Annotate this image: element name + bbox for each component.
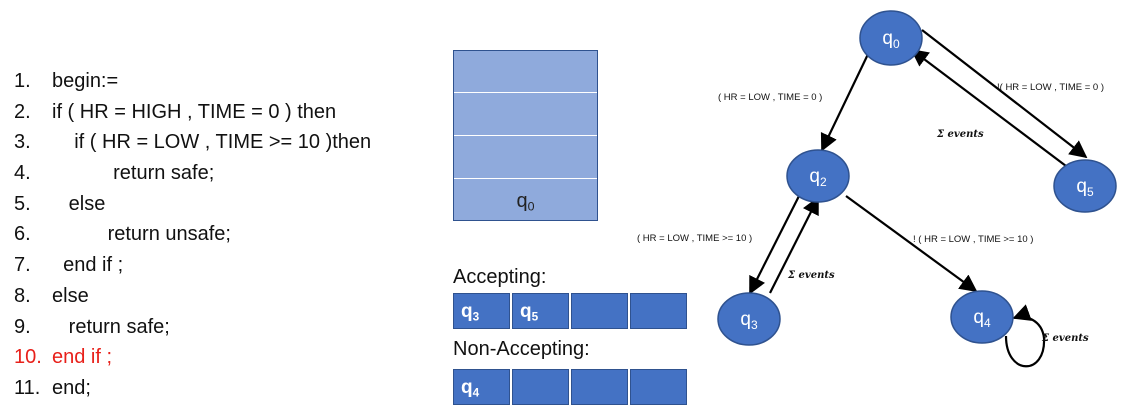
svg-text:q3: q3	[740, 309, 758, 332]
svg-text:q4: q4	[973, 307, 991, 330]
code-line-1: 1.begin:=	[14, 70, 119, 92]
pseudocode-listing: 1.begin:= 2.if ( HR = HIGH , TIME = 0 ) …	[14, 66, 371, 404]
label-q0-q5: !( HR = LOW , TIME = 0 )	[997, 82, 1104, 93]
label-q2-q4: ! ( HR = LOW , TIME >= 10 )	[913, 234, 1033, 245]
non-accepting-title: Non-Accepting:	[453, 338, 590, 360]
accepting-row: q3 q5	[452, 292, 688, 330]
code-line-10-highlighted: 10.end if ;	[14, 346, 113, 369]
code-line-11: 11.end;	[14, 376, 91, 399]
svg-text:q0: q0	[882, 28, 900, 51]
non-accepting-cell: q4	[452, 368, 511, 406]
non-accepting-cell	[570, 368, 629, 406]
accepting-cell	[629, 292, 688, 330]
code-line-5: 5. else	[14, 192, 106, 215]
stack-top-state: q0	[516, 190, 535, 214]
non-accepting-cell	[511, 368, 570, 406]
label-q2-q3: ( HR = LOW , TIME >= 10 )	[637, 233, 752, 244]
code-line-6: 6. return unsafe;	[14, 223, 231, 246]
accepting-cell: q3	[452, 292, 511, 330]
state-q5: q5	[1053, 159, 1117, 213]
svg-text:q5: q5	[1076, 176, 1094, 199]
code-line-4: 4. return safe;	[14, 162, 215, 185]
transition-q2-q4	[845, 195, 978, 293]
non-accepting-row: q4	[452, 368, 688, 406]
state-q4: q4	[950, 290, 1014, 344]
code-line-9: 9. return safe;	[14, 315, 170, 338]
label-q4-self: Σ events	[1041, 333, 1089, 344]
label-q5-q0: Σ events	[936, 129, 984, 140]
label-q0-q2: ( HR = LOW , TIME = 0 )	[718, 92, 822, 103]
transition-q0-q5	[921, 29, 1088, 159]
state-q2: q2	[786, 149, 850, 203]
stack-divider	[454, 135, 597, 136]
accepting-title: Accepting:	[453, 266, 547, 288]
code-line-7: 7. end if ;	[14, 254, 124, 277]
state-q3: q3	[717, 292, 781, 346]
accepting-cell	[570, 292, 629, 330]
transition-q2-q3	[749, 195, 800, 295]
non-accepting-cell	[629, 368, 688, 406]
transition-q3-q2	[769, 196, 819, 294]
state-stack: q0	[453, 50, 598, 221]
stack-divider	[454, 92, 597, 93]
transition-q4-self-loop	[1004, 304, 1046, 368]
svg-text:q2: q2	[809, 166, 827, 189]
transition-q0-q2	[820, 49, 871, 152]
stack-divider	[454, 178, 597, 179]
code-line-2: 2.if ( HR = HIGH , TIME = 0 ) then	[14, 100, 337, 123]
code-line-3: 3. if ( HR = LOW , TIME >= 10 )then	[14, 131, 372, 154]
state-q0: q0	[859, 10, 923, 66]
transition-q5-q0	[910, 48, 1067, 167]
code-line-8: 8.else	[14, 284, 89, 307]
label-q3-q2: Σ events	[787, 270, 835, 281]
accepting-cell: q5	[511, 292, 570, 330]
